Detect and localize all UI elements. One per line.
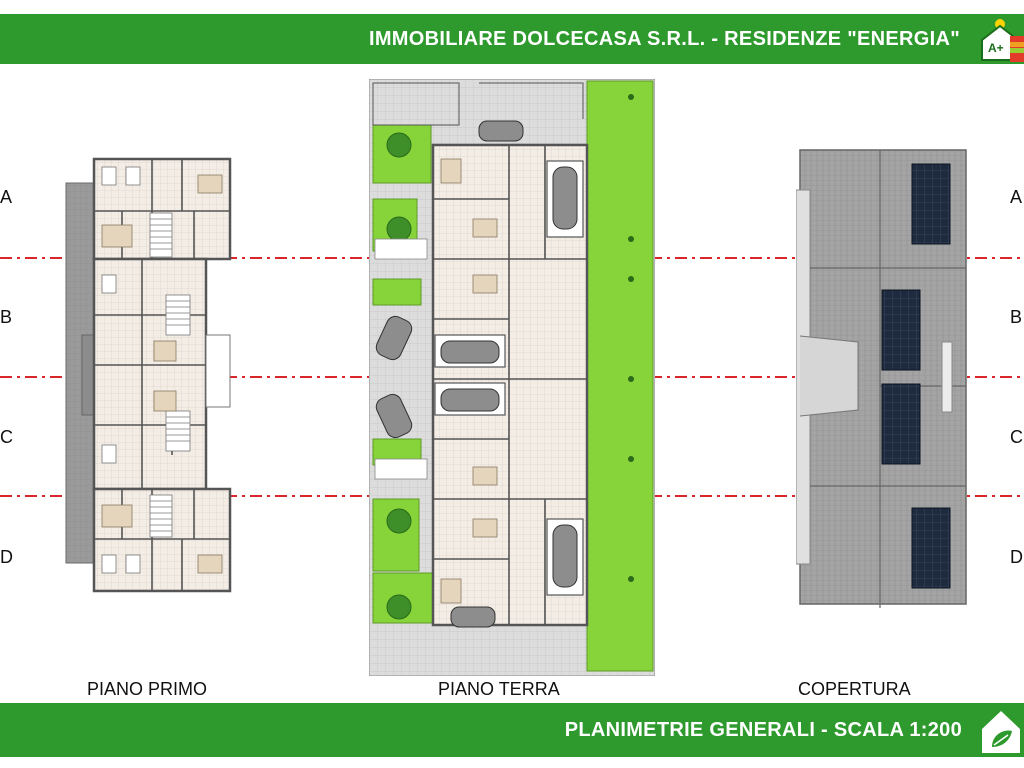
- row-label-right-d: D: [1010, 547, 1023, 567]
- row-label-left-a: A: [0, 187, 13, 207]
- caption-roof: COPERTURA: [798, 679, 911, 699]
- header-title: IMMOBILIARE DOLCECASA S.R.L. - RESIDENZE…: [368, 28, 960, 50]
- roof-plan: [796, 146, 968, 608]
- row-label-left-d: D: [0, 547, 13, 567]
- row-label-right-c: C: [1010, 427, 1023, 447]
- row-label-right-a: A: [1010, 187, 1023, 207]
- row-label-right-b: B: [1010, 307, 1023, 327]
- row-label-left-c: C: [0, 427, 13, 447]
- header-band: IMMOBILIARE DOLCECASA S.R.L. - RESIDENZE…: [0, 14, 1024, 64]
- caption-ground-floor: PIANO TERRA: [438, 679, 560, 699]
- caption-first-floor: PIANO PRIMO: [87, 679, 208, 699]
- first-floor-plan: [62, 155, 240, 595]
- energy-class-logo: A+: [976, 18, 1024, 62]
- ground-floor-plan: [369, 79, 655, 676]
- row-label-left-b: B: [0, 307, 13, 327]
- footer-title: PLANIMETRIE GENERALI - SCALA 1:200: [564, 719, 962, 741]
- energy-badge-text: A+: [988, 41, 1004, 55]
- footer-band: PLANIMETRIE GENERALI - SCALA 1:200: [0, 703, 1024, 757]
- house-leaf-icon: [978, 707, 1024, 755]
